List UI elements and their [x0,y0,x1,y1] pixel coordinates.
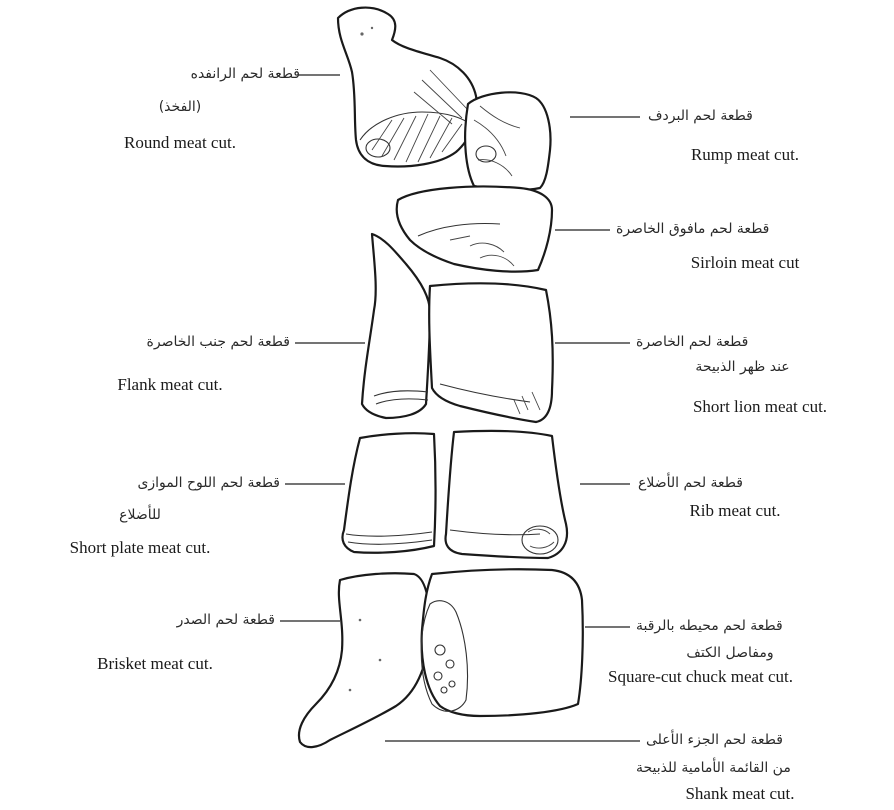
shank-arabic-label: قطعة لحم الجزء الأعلى [646,732,783,748]
round-cut-shape [338,8,477,167]
shank-english-label: Shank meat cut. [650,784,830,804]
chuck-cut-shape [421,569,583,716]
brisket-arabic-label: قطعة لحم الصدر [10,612,275,628]
chuck-english-label: Square-cut chuck meat cut. [608,667,793,687]
rib-arabic-label: قطعة لحم الأضلاع [638,475,743,491]
rump-arabic-label: قطعة لحم البردف [648,108,753,124]
rump-cut-shape [465,92,550,190]
short-plate-arabic-label: قطعة لحم اللوح الموازى [2,475,280,491]
rump-english-label: Rump meat cut. [650,145,840,165]
round-arabic-label: قطعة لحم الرانفده [20,66,300,82]
sirloin-english-label: Sirloin meat cut [650,253,840,273]
rib-cut-shape [446,431,568,558]
flank-english-label: Flank meat cut. [70,375,270,395]
flank-arabic-label: قطعة لحم جنب الخاصرة [10,334,290,350]
flank-cut-shape [362,234,430,418]
short-loin-cut-shape [429,283,553,422]
short-loin-english-label: Short lion meat cut. [660,397,860,417]
brisket-cut-shape [299,573,430,747]
sirloin-arabic-label: قطعة لحم مافوق الخاصرة [616,221,769,237]
short-plate-english-label: Short plate meat cut. [40,538,240,558]
short-loin-arabic-label: قطعة لحم الخاصرة [636,334,748,350]
short-plate-arabic-sublabel: للأضلاع [60,507,220,523]
brisket-english-label: Brisket meat cut. [60,654,250,674]
sirloin-cut-shape [397,187,552,272]
short-loin-arabic-sublabel: عند ظهر الذبيحة [655,359,830,375]
round-arabic-sublabel: (الفخذ) [90,99,270,115]
round-english-label: Round meat cut. [80,133,280,153]
short-plate-cut-shape [342,433,435,553]
rib-english-label: Rib meat cut. [650,501,820,521]
chuck-arabic-sublabel: ومفاصل الكتف [640,645,820,661]
shank-arabic-sublabel: من القائمة الأمامية للذبيحة [636,760,791,776]
chuck-arabic-label: قطعة لحم محيطه بالرقبة [636,618,783,634]
